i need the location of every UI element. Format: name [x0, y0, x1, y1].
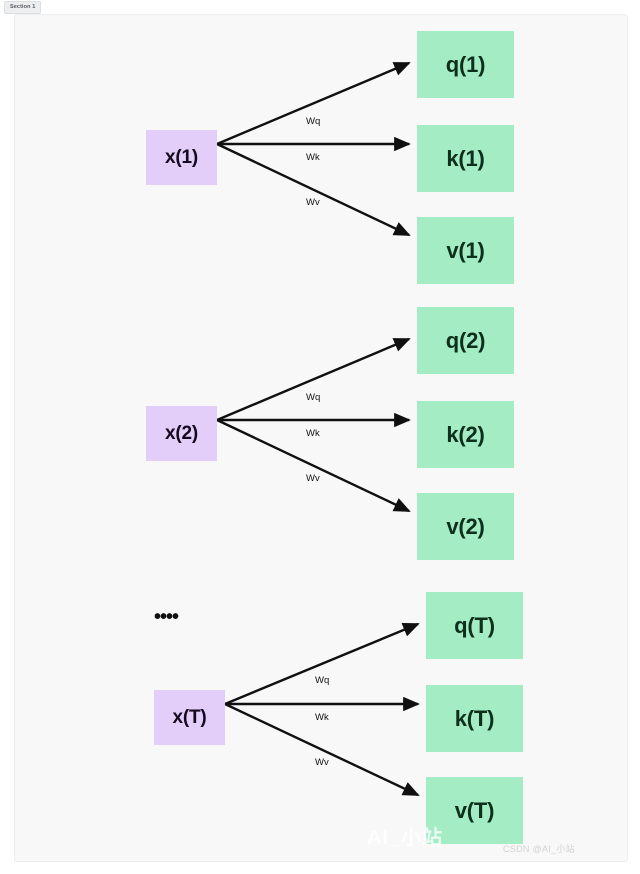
edge-label-wk-2: Wk [303, 427, 323, 440]
diagram-canvas: x(1) Wq Wk Wv q(1) k(1) v(1) x(2) Wq Wk … [14, 14, 628, 862]
edge-label-wk-t: Wk [312, 711, 332, 724]
edge-xT-to-qT [224, 622, 420, 706]
node-output-q2[interactable]: q(2) [417, 307, 514, 374]
edge-label-wq-t: Wq [312, 674, 333, 687]
edges-group-2 [216, 337, 411, 513]
node-input-x1[interactable]: x(1) [146, 130, 217, 185]
node-input-xT[interactable]: x(T) [154, 690, 225, 745]
edge-label-wv-1: Wv [303, 196, 323, 209]
node-output-v2[interactable]: v(2) [417, 493, 514, 560]
edge-label-wk-1: Wk [303, 151, 323, 164]
node-output-qT[interactable]: q(T) [426, 592, 523, 659]
node-output-kT[interactable]: k(T) [426, 685, 523, 752]
edge-label-wq-2: Wq [303, 391, 324, 404]
node-input-x2[interactable]: x(2) [146, 406, 217, 461]
edge-xT-to-vT [224, 702, 420, 797]
edge-x1-to-q1 [216, 61, 411, 146]
node-output-v1[interactable]: v(1) [417, 217, 514, 284]
ellipsis-indicator: •••• [154, 606, 179, 628]
edges-layer [216, 61, 420, 797]
edge-x1-to-v1 [216, 142, 411, 237]
edges-group-t [224, 622, 420, 797]
node-output-vT[interactable]: v(T) [426, 777, 523, 844]
edges-group-1 [216, 61, 411, 237]
tab-strip: Section 1 [0, 0, 640, 14]
edge-x2-to-q2 [216, 337, 411, 422]
node-output-k1[interactable]: k(1) [417, 125, 514, 192]
node-output-q1[interactable]: q(1) [417, 31, 514, 98]
edge-label-wq-1: Wq [303, 115, 324, 128]
edge-label-wv-2: Wv [303, 472, 323, 485]
edge-x2-to-v2 [216, 418, 411, 513]
tab-section-1[interactable]: Section 1 [4, 1, 42, 14]
edge-label-wv-t: Wv [312, 756, 332, 769]
node-output-k2[interactable]: k(2) [417, 401, 514, 468]
